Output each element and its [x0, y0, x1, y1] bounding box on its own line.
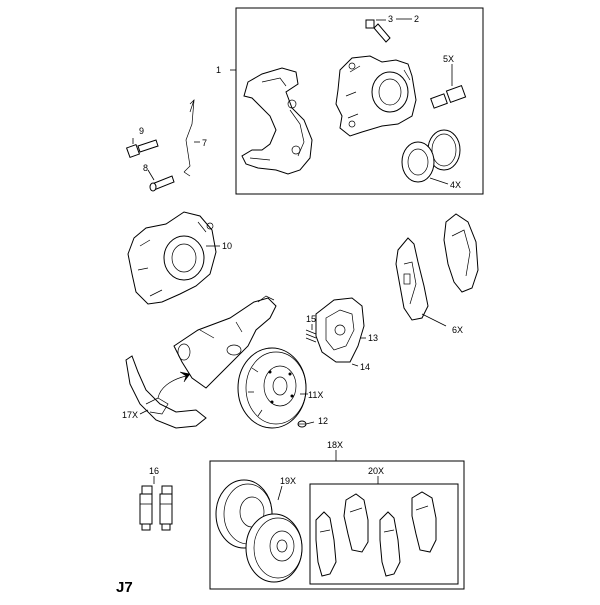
- label-12: 12: [318, 416, 328, 426]
- label-14: 14: [360, 362, 370, 372]
- label-1: 1: [216, 65, 221, 75]
- group-box-caliper-kit: [235, 7, 484, 195]
- disc-set: [215, 479, 303, 583]
- brake-pad-right: [443, 213, 479, 293]
- brake-disc: [237, 347, 307, 429]
- brake-hose: [125, 355, 207, 429]
- group-box-disc-pad-kit: [209, 460, 465, 590]
- label-10: 10: [222, 241, 232, 251]
- guide-pin-kit: [139, 485, 173, 531]
- leader-12: [305, 421, 315, 425]
- leader-14: [351, 363, 359, 367]
- label-18: 18X: [327, 440, 343, 450]
- label-20: 20X: [368, 466, 384, 476]
- label-9: 9: [139, 126, 144, 136]
- guide-pin: [149, 175, 175, 192]
- guide-sleeves: [430, 84, 467, 109]
- disc-screw: [297, 420, 307, 428]
- label-11: 11X: [308, 390, 323, 400]
- leader-17: [139, 409, 149, 415]
- label-7: 7: [202, 138, 207, 148]
- label-8: 8: [143, 163, 148, 173]
- bleed-screw-part: [365, 19, 391, 43]
- label-16: 16: [149, 466, 159, 476]
- label-2: 2: [414, 14, 419, 24]
- label-17: 17X: [122, 410, 138, 420]
- label-13: 13: [368, 333, 378, 343]
- page-code: J7: [116, 579, 133, 596]
- leader-4: [429, 177, 449, 185]
- leader-19: [277, 485, 283, 501]
- pad-set: [315, 491, 437, 577]
- caliper-bolt: [125, 139, 159, 159]
- leader-8: [147, 169, 155, 181]
- small-spring: [305, 329, 317, 343]
- caliper-bracket: [241, 67, 313, 175]
- caliper-assembly: [127, 211, 217, 305]
- label-15: 15: [306, 314, 316, 324]
- label-4: 4X: [450, 180, 461, 190]
- group-box-pad-set: [309, 483, 459, 585]
- leader-6: [421, 313, 447, 327]
- caliper-body: [335, 55, 417, 137]
- dust-shield: [315, 297, 365, 363]
- label-19: 19X: [280, 476, 296, 486]
- label-6: 6X: [452, 325, 463, 335]
- label-5: 5X: [443, 54, 454, 64]
- piston-seals: [401, 129, 461, 183]
- spring-clip: [183, 99, 195, 177]
- brake-pad-left: [395, 237, 429, 321]
- steering-knuckle: [173, 295, 277, 389]
- label-3: 3: [388, 14, 393, 24]
